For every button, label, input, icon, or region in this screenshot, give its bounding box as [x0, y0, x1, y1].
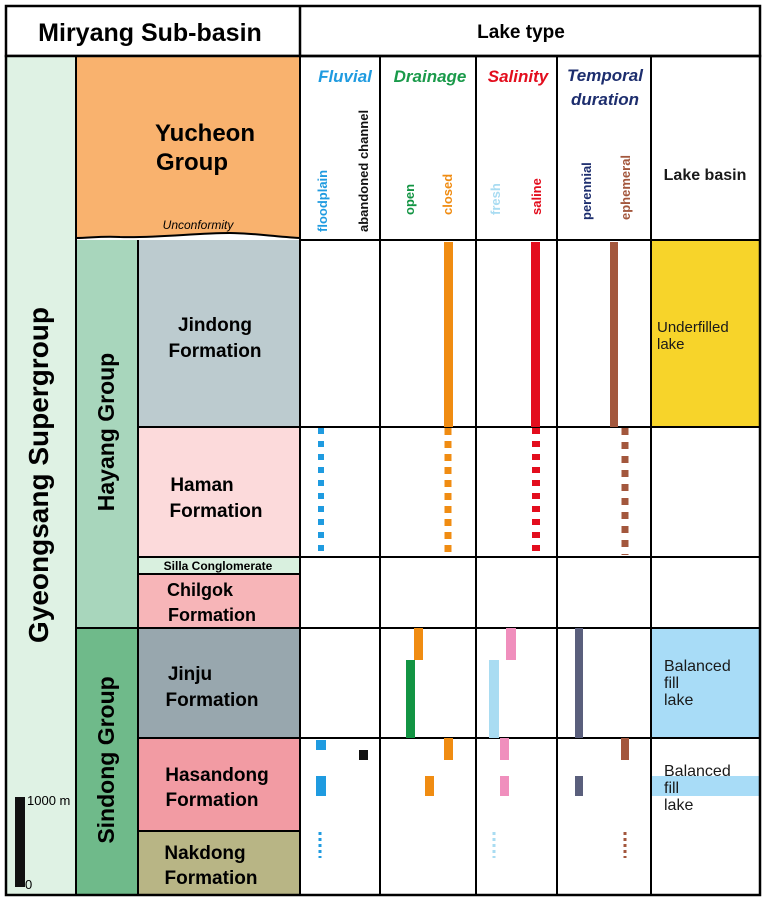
perennial-mark-hasandong: [575, 776, 583, 796]
salinity-pink-mark-hasandong-bottom: [500, 776, 509, 796]
jindong-label-line2: Formation: [169, 341, 262, 362]
hasandong-label-line2: Formation: [166, 790, 259, 811]
silla-label: Silla Conglomerate: [164, 559, 273, 573]
underfilled-lake-cell: [651, 240, 760, 427]
drainage-title: Drainage: [394, 67, 467, 86]
perennial-bar-jinju: [575, 628, 583, 738]
jindong-label-line1: Jindong: [178, 315, 252, 336]
abandoned-channel-mark-hasandong: [359, 750, 368, 760]
hasandong-formation-cell: [138, 738, 300, 831]
basin-title: Miryang Sub-basin: [38, 19, 262, 47]
scale-bar-bottom-label: 0: [25, 877, 32, 892]
supergroup-label: Gyeongsang Supergroup: [23, 307, 54, 643]
balanced-jinju-line3: lake: [664, 692, 693, 709]
nakdong-label-line2: Formation: [165, 868, 258, 889]
silla-conglomerate-cell: [138, 557, 300, 574]
floodplain-mark-hasandong-top: [316, 740, 326, 750]
indicator-marks: [316, 242, 629, 796]
nakdong-label-line1: Nakdong: [164, 843, 245, 864]
lake-basin-title: Lake basin: [664, 167, 747, 184]
haman-label-line1: Haman: [170, 475, 233, 496]
balanced-jinju-line1: Balanced: [664, 658, 731, 675]
open-label: open: [402, 184, 417, 215]
ephemeral-mark-hasandong: [621, 738, 629, 760]
balanced-hasandong-line3: lake: [664, 797, 693, 814]
underfilled-label-line2: lake: [657, 336, 685, 353]
yucheon-label-line2: Group: [156, 149, 228, 176]
closed-mark-hasandong-lower: [425, 776, 434, 796]
closed-bar-jinju: [414, 628, 423, 660]
salinity-title: Salinity: [488, 67, 550, 86]
fluvial-title: Fluvial: [318, 67, 373, 86]
closed-label: closed: [440, 174, 455, 215]
balanced-hasandong-line2: fill: [664, 780, 679, 797]
unconformity-label: Unconformity: [163, 218, 235, 232]
header-frame: [4, 4, 762, 58]
haman-formation-cell: [138, 427, 300, 557]
temporal-title-line2: duration: [571, 90, 639, 109]
chilgok-label-line2: Formation: [168, 605, 256, 625]
balanced-jinju-line2: fill: [664, 675, 679, 692]
balanced-hasandong-line1: Balanced: [664, 763, 731, 780]
nakdong-formation-cell: [138, 831, 300, 895]
temporal-title-line1: Temporal: [567, 66, 644, 85]
jindong-formation-cell: [138, 240, 300, 427]
sindong-group-label: Sindong Group: [93, 676, 119, 843]
fresh-bar-jinju: [489, 660, 499, 738]
saline-bar-jindong: [531, 242, 540, 427]
chilgok-label-line1: Chilgok: [167, 580, 234, 600]
hayang-group-label: Hayang Group: [93, 353, 119, 511]
jinju-label-line1: Jinju: [168, 664, 212, 685]
hasandong-label-line1: Hasandong: [165, 765, 268, 786]
jinju-label-line2: Formation: [166, 690, 259, 711]
scale-bar-top-label: 1000 m: [27, 793, 70, 808]
open-bar-jinju: [406, 660, 415, 738]
balanced-fill-lake-cell-jinju: [651, 628, 760, 738]
jinju-formation-cell: [138, 628, 300, 738]
fresh-label: fresh: [488, 183, 503, 215]
chilgok-formation-cell: [138, 574, 300, 628]
sindong-group-column: [76, 628, 138, 895]
scale-bar: [15, 797, 25, 887]
yucheon-label-line1: Yucheon: [155, 120, 255, 147]
supergroup-column: [6, 56, 76, 895]
yucheon-group-cell: [76, 56, 300, 238]
floodplain-label: floodplain: [315, 170, 330, 232]
salinity-pink-mark-hasandong-top: [500, 738, 509, 760]
underfilled-label-line1: Underfilled: [657, 319, 729, 336]
ephemeral-bar-jindong: [610, 242, 618, 427]
salinity-pink-bar-jinju: [506, 628, 516, 660]
hayang-group-column: [76, 240, 138, 628]
saline-label: saline: [529, 178, 544, 215]
ephemeral-label: ephemeral: [618, 155, 633, 220]
perennial-label: perennial: [579, 162, 594, 220]
abandoned-channel-label: abandoned channel: [356, 110, 371, 232]
floodplain-mark-hasandong-bottom: [316, 776, 326, 796]
lake-type-title: Lake type: [477, 22, 565, 43]
balanced-fill-lake-band-hasandong: [651, 776, 760, 796]
haman-label-line2: Formation: [170, 501, 263, 522]
closed-mark-hasandong: [444, 738, 453, 760]
closed-bar-jindong: [444, 242, 453, 427]
